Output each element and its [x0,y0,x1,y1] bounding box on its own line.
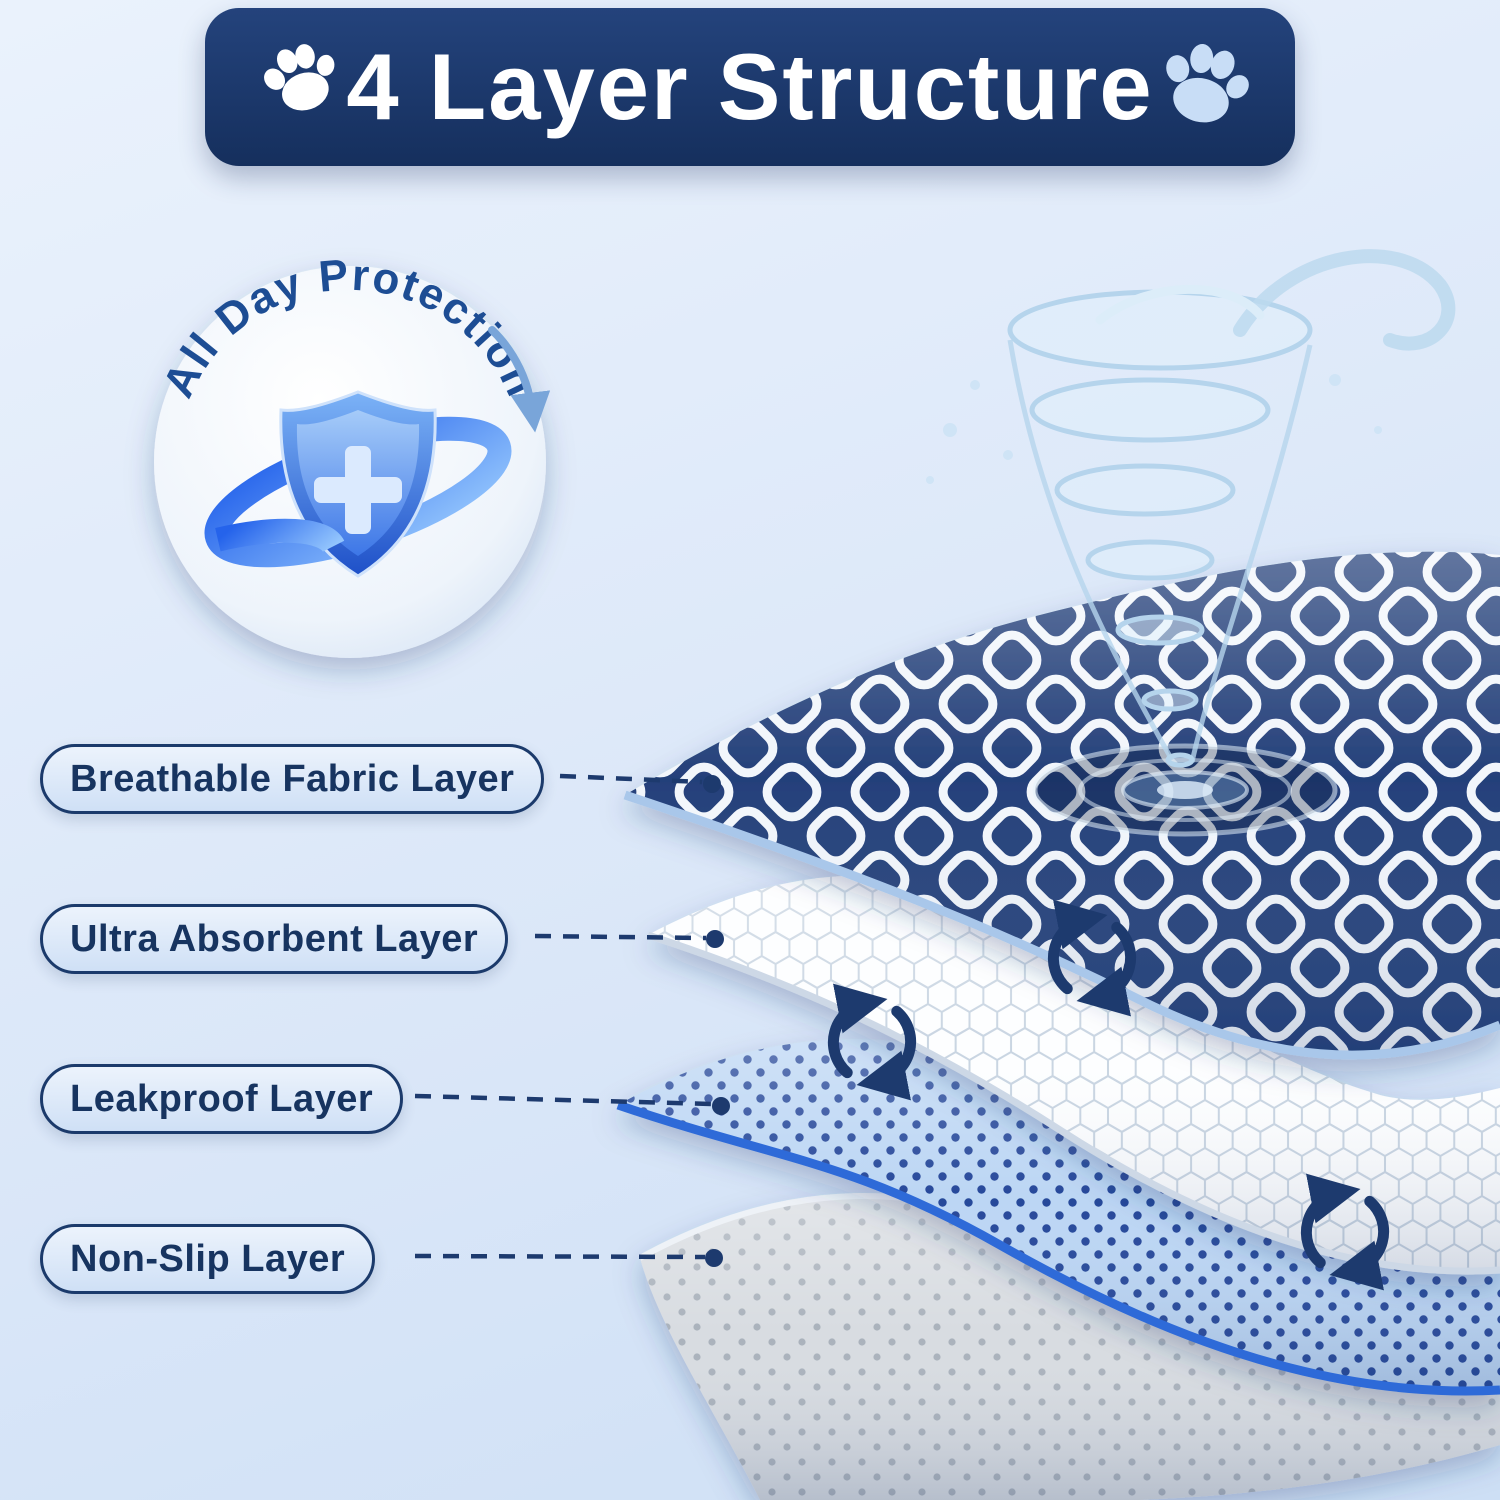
title-banner: 4 Layer Structure [205,8,1295,166]
ultra-absorbent-layer-sheet [646,875,1500,1275]
connector-breathable [559,773,703,785]
label-leakproof-layer: Leakproof Layer [40,1064,404,1134]
shield-ring-front [215,518,345,553]
connector-absorbent [534,933,707,941]
badge-arrow-icon [488,326,551,433]
paw-icon [246,23,357,134]
protection-badge: All Day Protection [154,250,551,658]
callout-dots [703,775,730,1267]
connector-leakproof [414,1093,713,1107]
connector-nonslip [414,1253,706,1260]
page-title: 4 Layer Structure [346,34,1154,139]
breathable-fabric-layer-sheet [623,551,1500,1060]
callout-connectors [414,773,713,1260]
label-text: Breathable Fabric Layer [70,757,515,800]
water-vortex-icon [926,249,1456,768]
label-text: Leakproof Layer [70,1077,374,1120]
label-ultra-absorbent-layer: Ultra Absorbent Layer [40,904,509,974]
label-non-slip-layer: Non-Slip Layer [40,1224,376,1294]
label-text: Non-Slip Layer [70,1237,346,1280]
leakproof-layer-sheet [616,1039,1500,1396]
label-breathable-fabric-layer: Breathable Fabric Layer [40,744,545,814]
paw-icon [1142,21,1268,147]
label-text: Ultra Absorbent Layer [70,917,479,960]
